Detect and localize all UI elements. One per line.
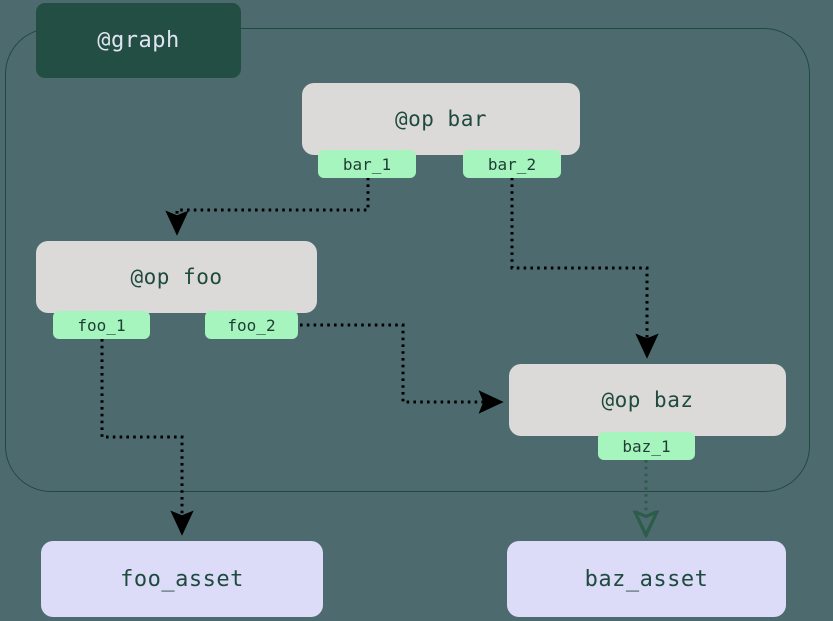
graph-label-chip[interactable]: @graph bbox=[36, 3, 241, 78]
op-node-title-bar: @op bar bbox=[394, 107, 487, 131]
asset-node-foo_asset[interactable]: foo_asset bbox=[41, 541, 323, 617]
port-foo_2[interactable]: foo_2 bbox=[205, 311, 298, 339]
port-baz_1[interactable]: baz_1 bbox=[598, 432, 695, 460]
asset-node-baz_asset[interactable]: baz_asset bbox=[507, 541, 786, 617]
op-node-foo[interactable]: @op foo bbox=[36, 241, 317, 313]
graph-label-text: @graph bbox=[97, 28, 180, 53]
graph-container-boundary bbox=[5, 28, 810, 492]
op-node-baz[interactable]: @op baz bbox=[509, 364, 786, 436]
op-node-bar[interactable]: @op bar bbox=[302, 83, 580, 155]
port-bar_1[interactable]: bar_1 bbox=[318, 150, 416, 178]
op-node-title-baz: @op baz bbox=[601, 388, 694, 412]
op-node-title-foo: @op foo bbox=[130, 265, 223, 289]
port-bar_2[interactable]: bar_2 bbox=[463, 150, 561, 178]
port-foo_1[interactable]: foo_1 bbox=[53, 311, 150, 339]
